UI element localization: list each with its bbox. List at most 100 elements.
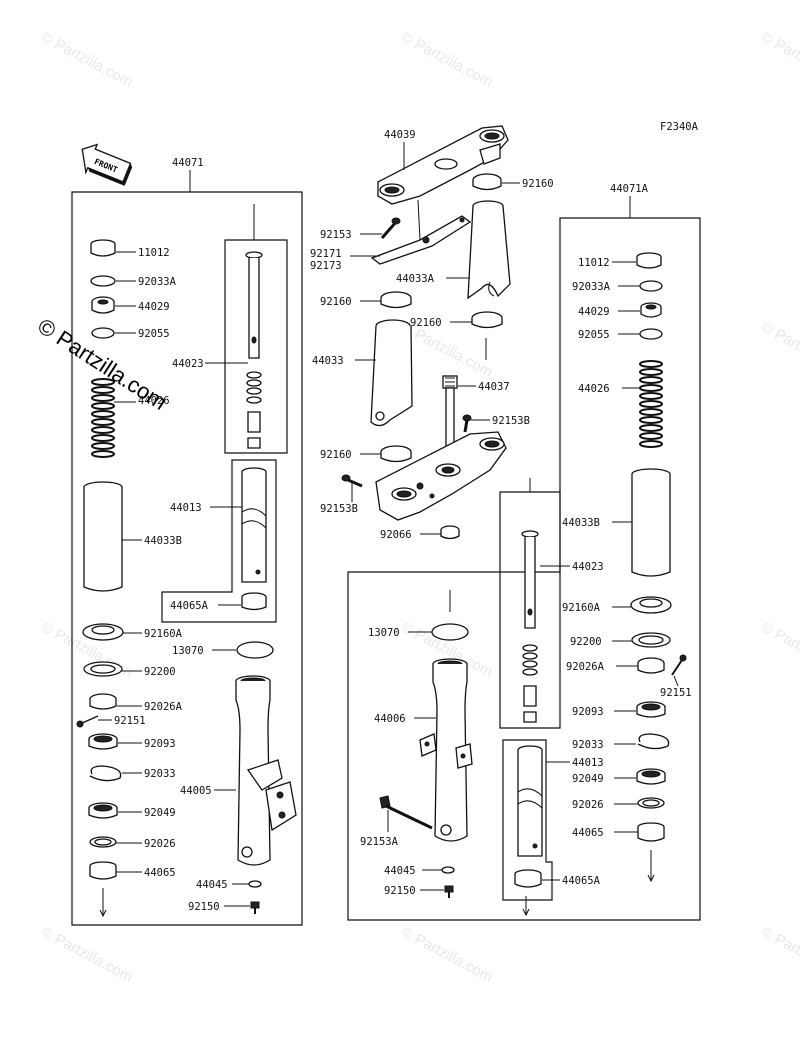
label-92055-right: 92055: [578, 329, 610, 341]
label-92160a-left: 92160A: [144, 628, 183, 640]
part-92153b-left: [341, 474, 363, 488]
part-92033-left: [89, 765, 122, 782]
label-92151-left: 92151: [114, 715, 146, 727]
part-92153: [380, 217, 401, 239]
part-92160-top: [472, 173, 502, 191]
watermark: © Partzilla.com: [38, 924, 135, 986]
label-92160-left-upper: 92160: [320, 296, 352, 308]
part-92200-right: [631, 632, 671, 648]
label-44045-right: 44045: [384, 865, 416, 877]
part-92150-right: [444, 885, 454, 898]
part-44006-outer-tube-right: [419, 658, 473, 842]
label-44033b-right: 44033B: [562, 517, 600, 529]
label-92173: 92173: [310, 260, 342, 272]
part-92200-left: [83, 661, 123, 677]
label-92200-left: 92200: [144, 666, 176, 678]
label-44005-left: 44005: [180, 785, 212, 797]
label-92026a-left: 92026A: [144, 701, 183, 713]
label-92200-right: 92200: [570, 636, 602, 648]
label-92160a-right: 92160A: [562, 602, 601, 614]
label-92066: 92066: [380, 529, 412, 541]
inner-frame-44023-right: [499, 491, 561, 729]
watermark: © Partzilla.com: [398, 29, 495, 91]
label-44071a: 44071A: [610, 183, 649, 195]
part-92153a: [379, 795, 433, 830]
part-13070-left: [236, 641, 274, 659]
part-44065-right: [637, 822, 665, 842]
part-92026-left: [89, 836, 117, 848]
label-44023-left: 44023: [172, 358, 204, 370]
label-44065a-right: 44065A: [562, 875, 601, 887]
label-92160-lower: 92160: [320, 449, 352, 461]
part-44029-left: [91, 296, 115, 314]
label-92160-top: 92160: [522, 178, 554, 190]
label-92153a: 92153A: [360, 836, 399, 848]
label-44033b-left: 44033B: [144, 535, 182, 547]
part-44045-right: [441, 866, 455, 874]
label-92171: 92171: [310, 248, 342, 260]
label-44039: 44039: [384, 129, 416, 141]
figure-code: F2340A: [660, 121, 699, 133]
label-92033a-right: 92033A: [572, 281, 611, 293]
part-44033a-cover: [467, 200, 511, 300]
part-44033b-left: [83, 481, 123, 592]
part-44023-left: [245, 204, 263, 449]
label-44013-left: 44013: [170, 502, 202, 514]
part-44045-left: [248, 880, 262, 888]
label-13070-left: 13070: [172, 645, 204, 657]
part-92026-right: [637, 797, 665, 809]
label-92150-left: 92150: [188, 901, 220, 913]
label-92160-right-upper: 92160: [410, 317, 442, 329]
part-lower-bracket: [375, 431, 507, 521]
part-44065a-left: [241, 592, 267, 611]
label-92093-right: 92093: [572, 706, 604, 718]
part-92033a-right: [639, 280, 663, 292]
part-44026-spring-left: [91, 378, 115, 458]
label-92150-right: 92150: [384, 885, 416, 897]
part-44029-right: [640, 302, 662, 318]
part-92093-right: [636, 701, 666, 718]
label-44065a-left: 44065A: [170, 600, 209, 612]
part-92049-right: [636, 768, 666, 785]
label-92093-left: 92093: [144, 738, 176, 750]
part-11012-left: [90, 239, 116, 257]
part-44065-left: [89, 861, 117, 880]
part-44065a-right: [514, 869, 542, 888]
part-44013-left: [241, 467, 267, 583]
part-44033b-right: [631, 468, 671, 577]
label-11012-right: 11012: [578, 257, 610, 269]
label-92026-left: 92026: [144, 838, 176, 850]
label-44033: 44033: [312, 355, 344, 367]
label-44023-right: 44023: [572, 561, 604, 573]
label-44029-right: 44029: [578, 306, 610, 318]
watermark: © Partzilla.com: [758, 924, 800, 986]
label-92049-left: 92049: [144, 807, 176, 819]
part-92033a-left: [90, 275, 116, 287]
label-92026a-right: 92026A: [566, 661, 605, 673]
label-44026-right: 44026: [578, 383, 610, 395]
part-92160a-left: [82, 623, 124, 641]
part-92055-right: [639, 328, 663, 340]
part-92026a-left: [89, 693, 117, 710]
part-92055-left: [91, 327, 115, 339]
part-44005-outer-tube-left: [235, 675, 297, 866]
part-92160-lower: [380, 445, 412, 463]
part-44013-right: [517, 745, 543, 857]
label-44037: 44037: [478, 381, 510, 393]
label-44071: 44071: [172, 157, 204, 169]
label-92055-left: 92055: [138, 328, 170, 340]
left-fork-frame: [71, 191, 303, 926]
label-92033a-left: 92033A: [138, 276, 177, 288]
part-92093-left: [88, 733, 118, 750]
label-44065-left: 44065: [144, 867, 176, 879]
label-92151-right: 92151: [660, 687, 692, 699]
watermark: © Partzilla.com: [758, 619, 800, 681]
part-92049-left: [88, 802, 118, 819]
label-92026-right: 92026: [572, 799, 604, 811]
watermark: © Partzilla.com: [398, 924, 495, 986]
part-92151-left: [76, 715, 99, 728]
watermark: © Partzilla.com: [758, 319, 800, 381]
part-92171-92173-clamp: [370, 215, 472, 265]
part-11012-right: [636, 252, 662, 269]
